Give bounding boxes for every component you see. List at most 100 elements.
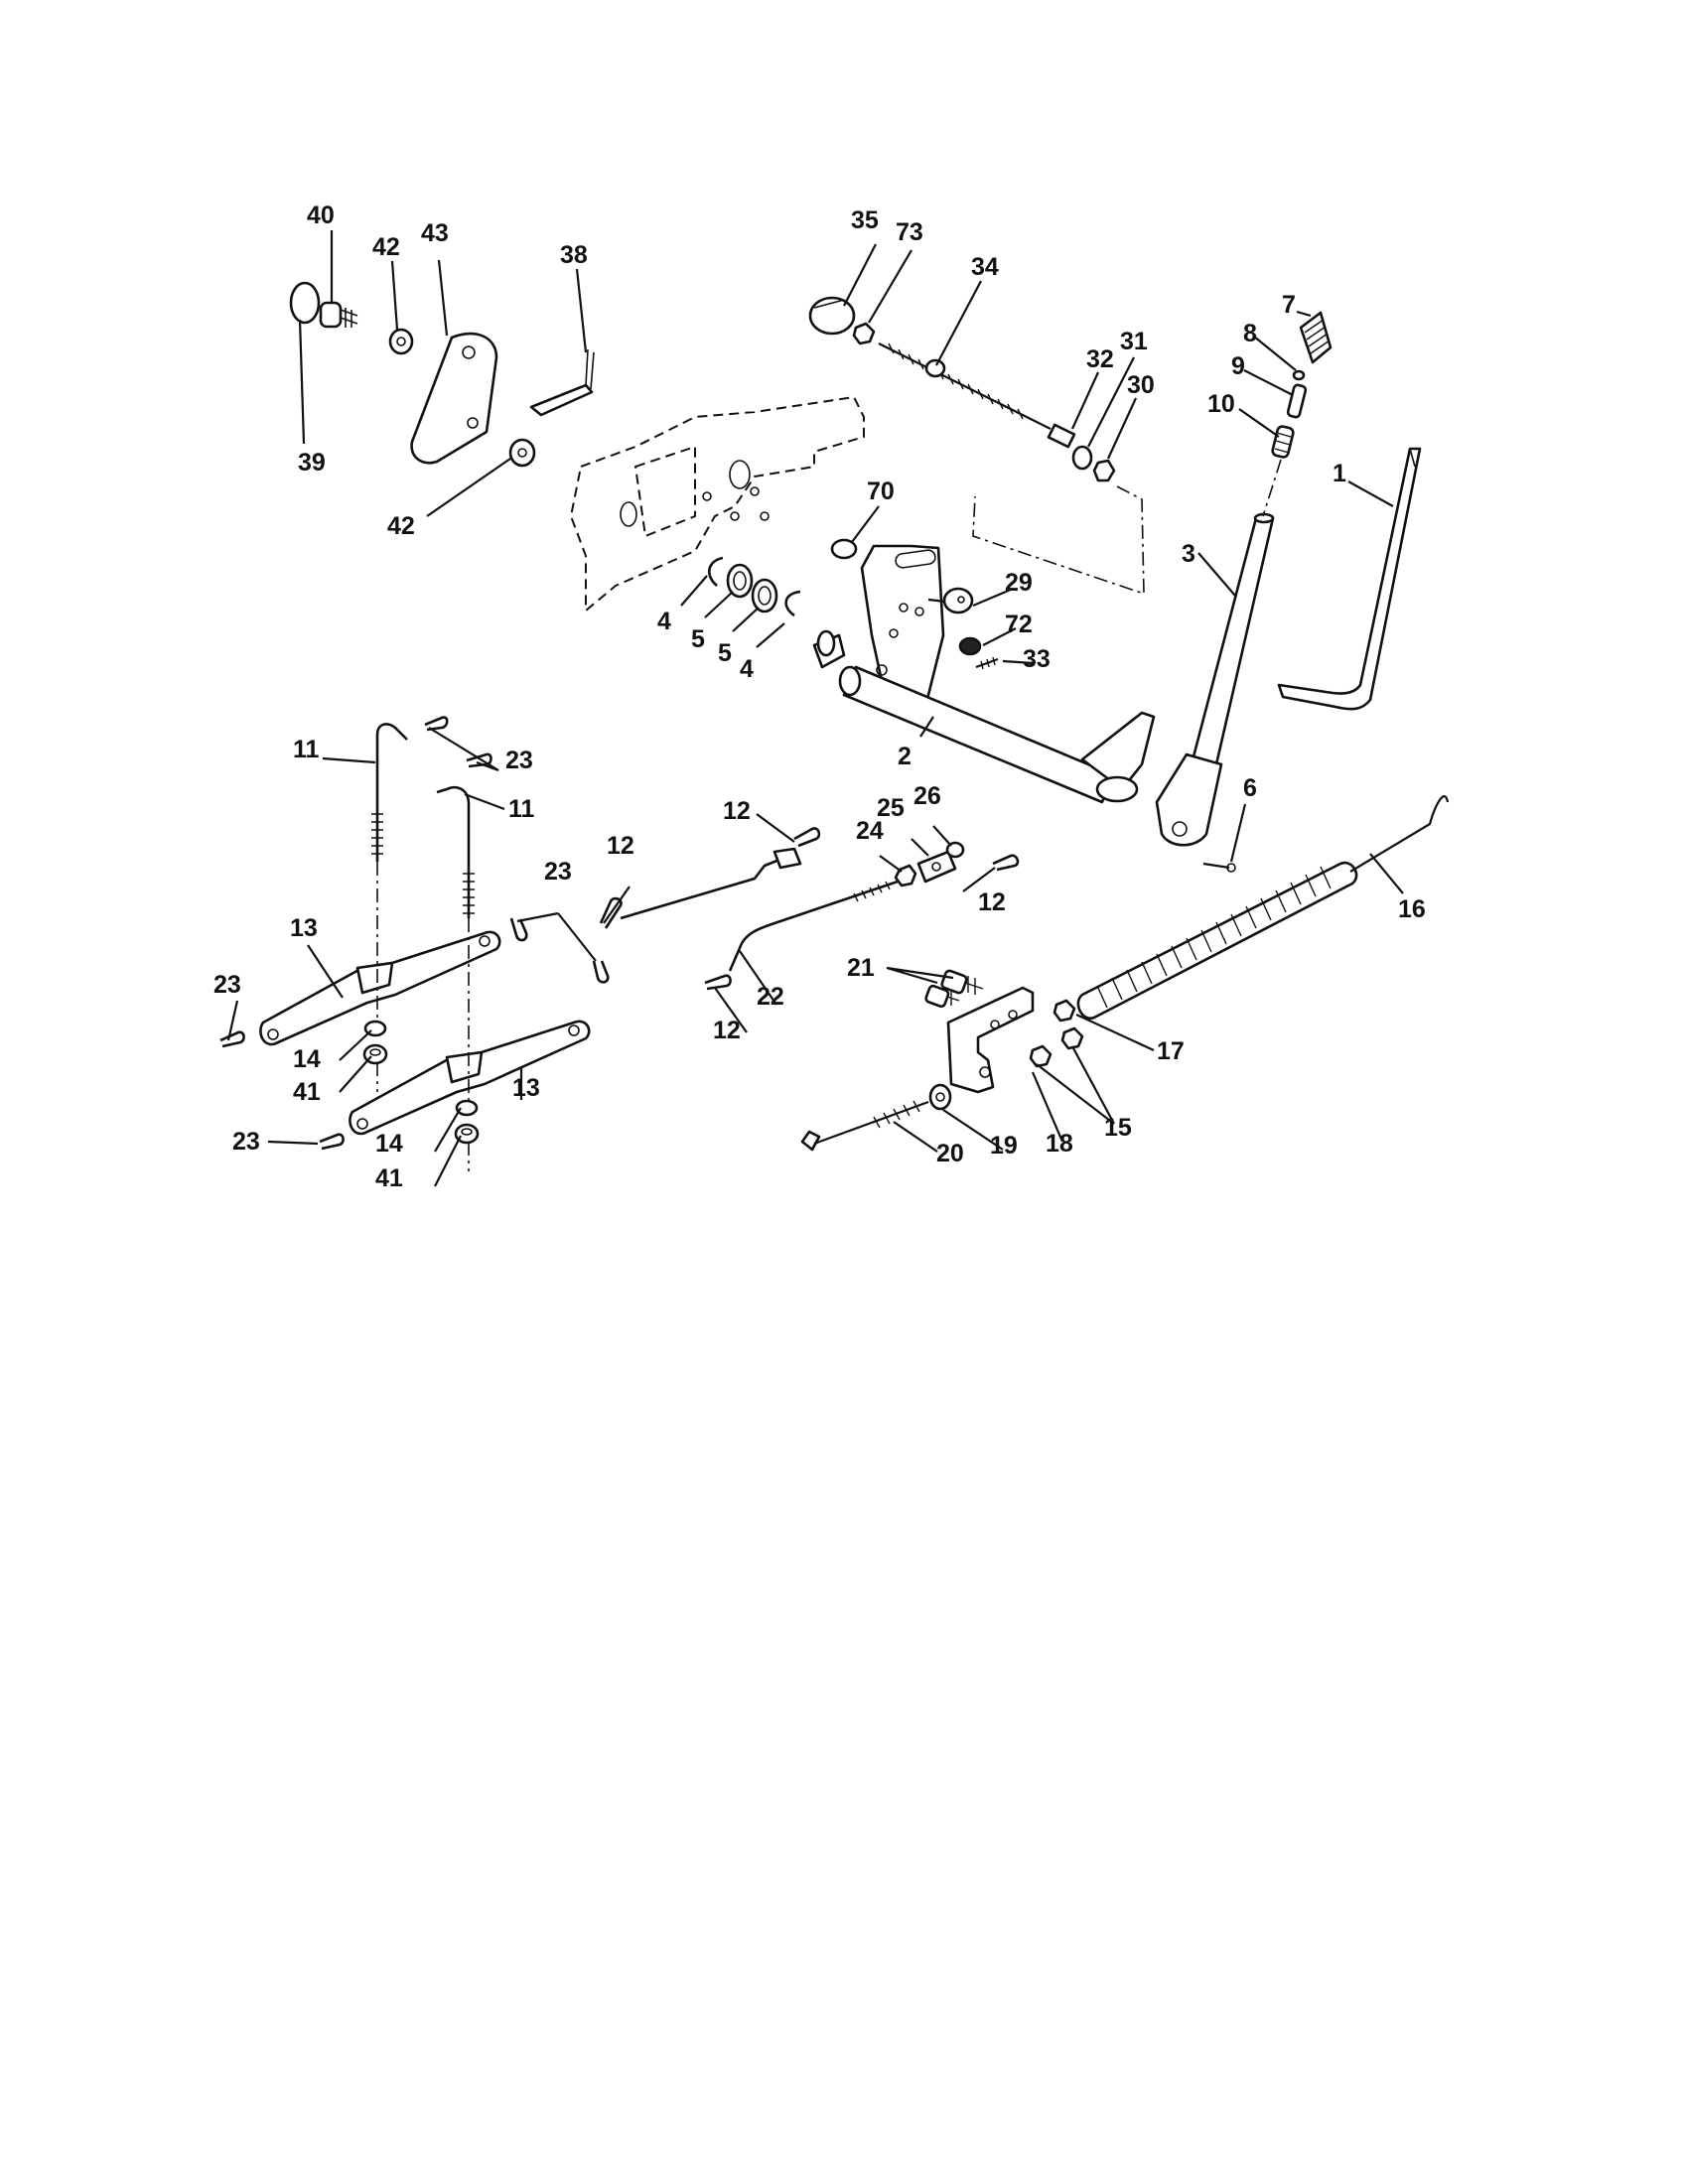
part-13-link-b (349, 1020, 591, 1136)
callout-3: 3 (1182, 540, 1195, 568)
callout-29: 29 (1005, 569, 1033, 597)
part-10-spring (1271, 425, 1295, 459)
part-12-pin-d (704, 974, 732, 991)
callout-18: 18 (1046, 1130, 1073, 1158)
callout-43: 43 (421, 219, 449, 247)
part-26-clip (945, 841, 965, 859)
callout-30: 30 (1127, 371, 1155, 399)
callout-7: 7 (1282, 291, 1296, 319)
part-23-pin-mid-b (592, 960, 610, 984)
part-23-pin-bottom (319, 1133, 345, 1151)
callout-17: 17 (1157, 1037, 1185, 1065)
part-16-spring (1076, 795, 1450, 1021)
callout-12-right: 12 (978, 888, 1006, 916)
callout-1: 1 (1333, 460, 1346, 487)
part-9-sleeve (1286, 383, 1308, 419)
callout-73: 73 (896, 218, 923, 246)
part-2-shaft (812, 544, 1156, 804)
part-25-block (916, 850, 957, 884)
part-17-nut (1052, 999, 1076, 1023)
callout-34: 34 (971, 253, 999, 281)
part-23-pin-left (219, 1030, 245, 1048)
part-5-washer-a (726, 563, 754, 599)
part-11-rod-a (371, 723, 408, 862)
callout-42-upper: 42 (372, 233, 400, 261)
callout-26: 26 (913, 782, 941, 810)
callout-23-mid: 23 (544, 858, 572, 886)
callout-24: 24 (856, 817, 884, 845)
part-13-link-a (259, 930, 501, 1046)
callout-70: 70 (867, 478, 895, 505)
callout-19: 19 (990, 1132, 1018, 1160)
part-35-knob (808, 296, 856, 336)
part-38-clip (529, 348, 595, 417)
part-7-grip (1299, 311, 1333, 364)
part-3-lever (1155, 512, 1275, 847)
callout-25: 25 (877, 794, 905, 822)
part-20-bolt (800, 1100, 929, 1152)
callout-41-lower: 41 (375, 1164, 403, 1192)
callout-13-lower: 13 (512, 1074, 540, 1102)
callout-12-upper-left: 12 (607, 832, 634, 860)
callout-6: 6 (1243, 774, 1257, 802)
callout-8: 8 (1243, 320, 1257, 347)
callout-41-upper: 41 (293, 1078, 321, 1106)
part-12-pin-c (992, 854, 1020, 872)
part-15-nut-a (1029, 1044, 1052, 1068)
callout-39: 39 (298, 449, 326, 477)
callout-21: 21 (847, 954, 875, 982)
callout-labels: 40 42 43 38 39 42 35 73 34 32 31 30 7 8 … (213, 202, 1426, 1192)
callout-12-lower: 12 (713, 1017, 741, 1044)
dashdot-lever-axis (1262, 459, 1282, 517)
part-1-rod (1277, 447, 1422, 711)
part-32-spring (1047, 423, 1076, 449)
part-8-pin (1292, 369, 1306, 381)
callout-12-upper-mid: 12 (723, 797, 751, 825)
part-29-fitting (927, 587, 974, 614)
callout-16: 16 (1398, 895, 1426, 923)
part-upper-link-rod (620, 847, 802, 920)
callout-5-right: 5 (718, 639, 732, 667)
callout-22: 22 (757, 983, 784, 1011)
callout-5-left: 5 (691, 625, 705, 653)
leader-lines (226, 230, 1404, 1187)
part-12-pin-b (793, 827, 821, 848)
callout-10: 10 (1207, 390, 1235, 418)
part-42-washer-a (388, 328, 414, 355)
part-14-washer-b (455, 1099, 479, 1117)
part-23-pin-top-a (424, 716, 449, 732)
part-41-nut-b (454, 1123, 480, 1145)
callout-14-lower: 14 (375, 1130, 403, 1158)
part-31-washer (1071, 445, 1093, 471)
part-43-bracket (410, 332, 498, 465)
part-23-pin-top-b (466, 752, 492, 768)
callout-33: 33 (1023, 645, 1051, 673)
part-12-pin-a (599, 896, 623, 929)
callout-23-bottom: 23 (232, 1128, 260, 1156)
part-15-nut-b (1060, 1026, 1084, 1050)
dashdot-box-upper (972, 485, 1145, 596)
part-4-ring-b (784, 590, 801, 617)
callout-9: 9 (1231, 352, 1245, 380)
callout-13-upper: 13 (290, 914, 318, 942)
callout-15: 15 (1104, 1114, 1132, 1142)
part-39-ring (289, 281, 321, 325)
part-11-rod-b (436, 785, 475, 918)
callout-14-upper: 14 (293, 1045, 321, 1073)
part-42-washer-b (508, 438, 536, 468)
callout-11-upper: 11 (293, 736, 320, 763)
part-34-rod (878, 342, 1052, 430)
callout-2: 2 (898, 743, 912, 770)
part-22-rod (728, 878, 905, 972)
part-33-screw (975, 656, 999, 670)
callout-4-right: 4 (740, 655, 754, 683)
part-70-washer (830, 538, 858, 560)
callout-31: 31 (1120, 328, 1148, 355)
callout-42-lower: 42 (387, 512, 415, 540)
callout-40: 40 (307, 202, 335, 229)
part-19-washer (928, 1083, 952, 1111)
part-30-nut (1092, 459, 1116, 482)
part-18-bracket (946, 986, 1035, 1094)
part-73-nut (852, 322, 876, 345)
callout-72: 72 (1005, 611, 1033, 638)
